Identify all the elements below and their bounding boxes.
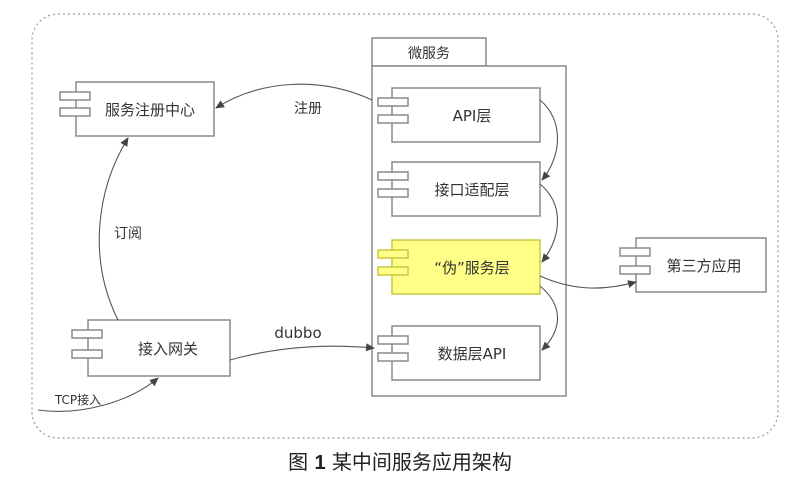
caption-text: 某中间服务应用架构 — [331, 450, 512, 474]
component-label: 数据层API — [438, 345, 507, 363]
component-third-party[interactable]: 第三方应用 — [619, 237, 767, 293]
container-title: 微服务 — [408, 46, 450, 62]
component-label: 服务注册中心 — [105, 101, 195, 119]
caption-prefix: 图 — [288, 450, 309, 474]
edge-pseudo-to-third-party — [539, 275, 637, 289]
component-registry[interactable]: 服务注册中心 — [59, 81, 215, 137]
component-data-api[interactable]: 数据层API — [377, 325, 541, 381]
component-gateway[interactable]: 接入网关 — [71, 319, 231, 377]
label-tcp: TCP接入 — [54, 392, 101, 407]
component-icon — [377, 97, 409, 124]
component-label: “伪”服务层 — [434, 259, 510, 277]
caption-number: 1 — [314, 452, 326, 474]
component-icon — [619, 247, 651, 275]
component-icon — [377, 335, 409, 362]
edge-tcp — [37, 377, 159, 412]
component-label: API层 — [453, 107, 492, 125]
label-subscribe: 订阅 — [114, 226, 142, 242]
edge-dubbo — [229, 343, 375, 361]
edge-pseudo-to-data — [539, 285, 559, 351]
component-api[interactable]: API层 — [377, 87, 541, 143]
component-icon — [59, 91, 91, 117]
edge-register — [215, 83, 373, 109]
component-label: 接入网关 — [138, 340, 198, 358]
label-dubbo: dubbo — [274, 324, 321, 342]
component-label: 接口适配层 — [434, 181, 509, 199]
edge-adapter-to-pseudo — [539, 183, 559, 263]
label-register: 注册 — [294, 101, 322, 117]
outer-boundary — [31, 13, 779, 439]
edge-api-to-adapter — [539, 99, 559, 181]
component-icon — [377, 249, 409, 276]
figure-caption: 图 1 某中间服务应用架构 — [0, 446, 800, 475]
component-adapter[interactable]: 接口适配层 — [377, 161, 541, 217]
component-label: 第三方应用 — [666, 257, 741, 275]
component-icon — [71, 329, 103, 359]
edge-subscribe — [98, 137, 129, 321]
container-tab — [371, 37, 487, 67]
component-pseudo-service[interactable]: “伪”服务层 — [377, 239, 541, 295]
component-icon — [377, 171, 409, 198]
